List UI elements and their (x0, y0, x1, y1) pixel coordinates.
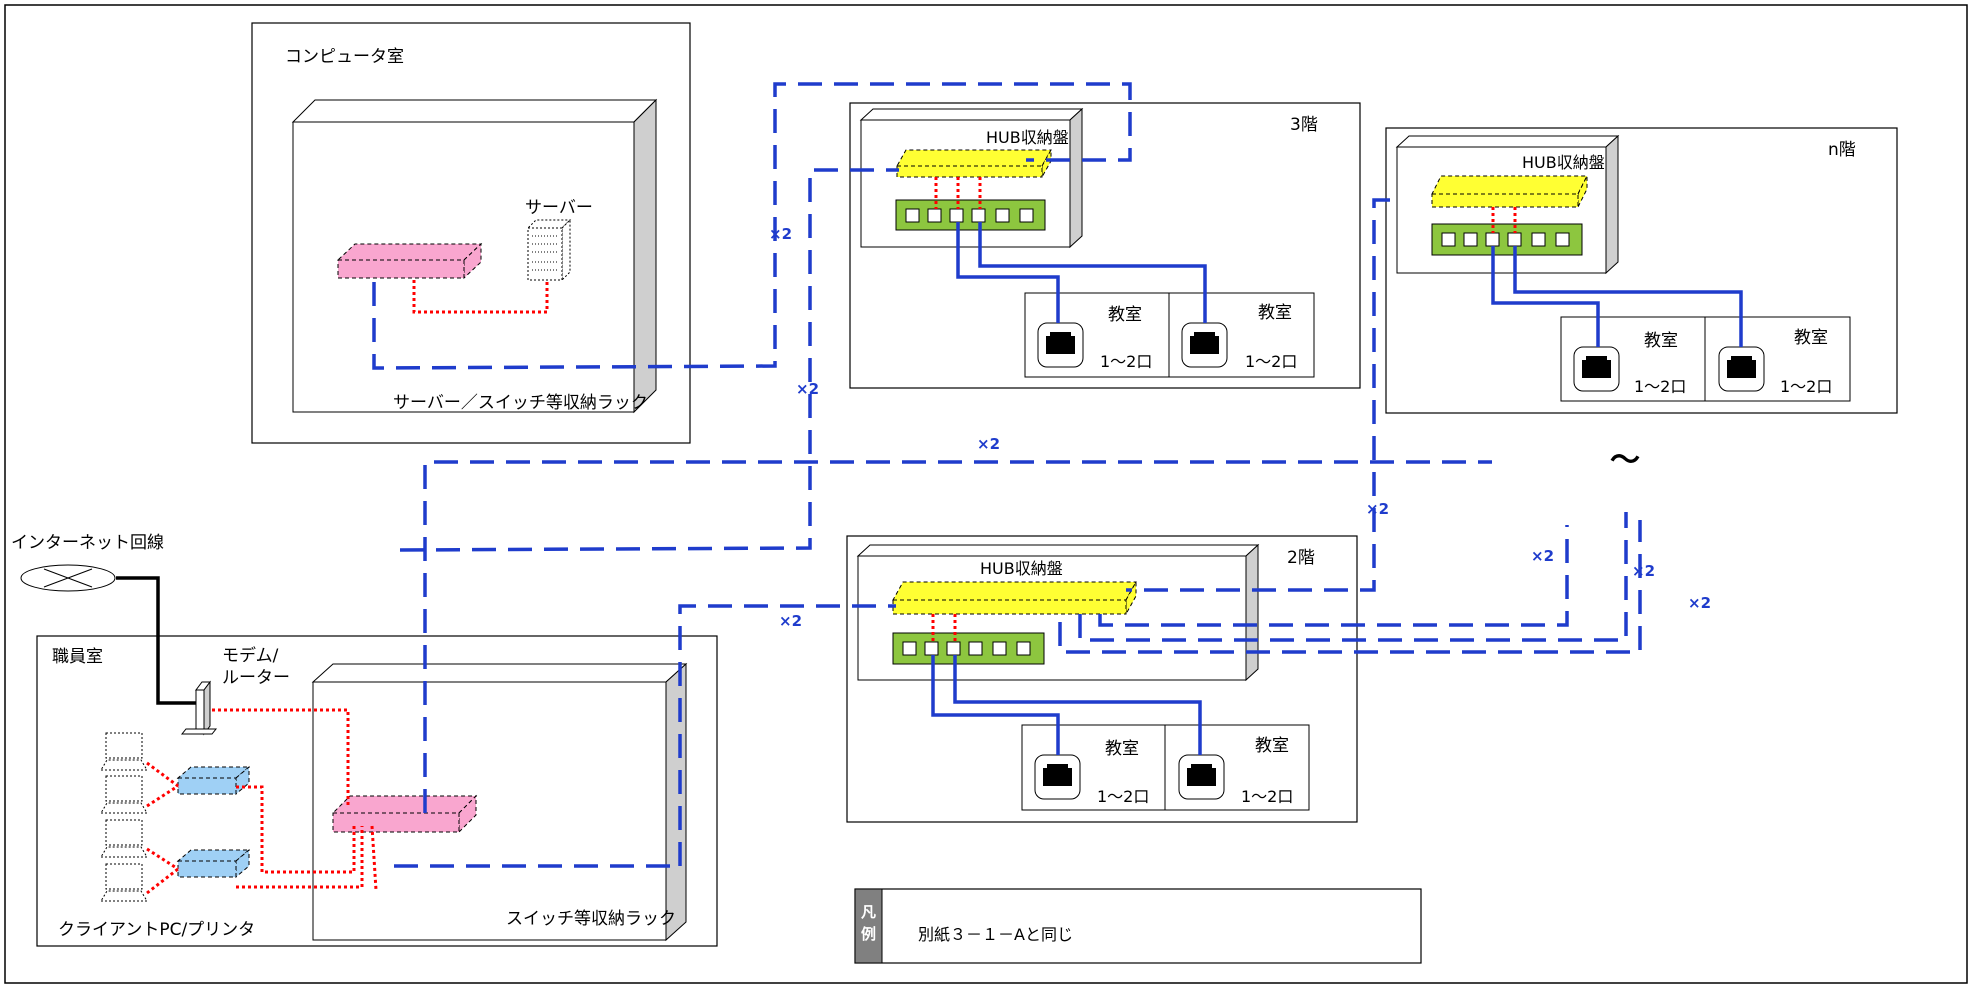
hub-box-3f-label: HUB収納盤 (986, 128, 1069, 147)
classroom-nf-b-label: 教室 (1794, 328, 1828, 348)
cable-2f-b (953, 655, 1202, 755)
outer-frame (4, 4, 1968, 984)
multiplier-2: ×2 (796, 380, 819, 398)
hub-2f-icon (892, 580, 1137, 616)
floor-n-label: n階 (1828, 140, 1856, 160)
legend: 凡 例 別紙３－１－Aと同じ (854, 888, 1422, 964)
staff-room-label: 職員室 (52, 647, 103, 667)
outlet-2f-b-label: 1〜2口 (1241, 787, 1293, 806)
server-rack-label: サーバー／スイッチ等収納ラック (393, 393, 648, 413)
outlet-3f-a-label: 1〜2口 (1100, 352, 1152, 371)
legend-key-2: 例 (861, 925, 876, 943)
patch-panel-nf-icon (1431, 223, 1583, 256)
modem-router-icon (180, 680, 218, 736)
server-link (412, 280, 549, 314)
modem-label-1: モデム/ (222, 645, 279, 666)
lan-jack-icon (1181, 322, 1228, 368)
classroom-2f-a-label: 教室 (1105, 739, 1139, 759)
internet-icon (20, 564, 116, 592)
server-icon (526, 218, 572, 282)
multiplier-5: ×2 (1531, 547, 1554, 565)
tilde-mark: 〜 (1610, 443, 1640, 478)
classroom-3f-b-label: 教室 (1258, 303, 1292, 323)
cable-2f-a (931, 655, 1060, 755)
staff-switch-icon (331, 794, 478, 834)
classroom-2f-b-label: 教室 (1255, 736, 1289, 756)
staff-room: インターネット回線 職員室 モデム/ ルーター スイッチ等収納ラック (11, 533, 718, 947)
multiplier-7: ×2 (1688, 594, 1711, 612)
internet-label: インターネット回線 (11, 533, 164, 553)
lan-jack-icon (1178, 754, 1225, 800)
floor-2: 2階 HUB収納盤 教室 教室 1〜2口 1〜2口 (846, 535, 1358, 823)
hub-box-nf-label: HUB収納盤 (1522, 153, 1605, 172)
client-pc-icon (100, 775, 148, 814)
switch-rack-label: スイッチ等収納ラック (506, 909, 676, 929)
modem-label-2: ルーター (222, 668, 290, 688)
cable-3f-a (956, 222, 1060, 323)
patch-panel-2f-icon (892, 632, 1045, 665)
legend-text: 別紙３－１－Aと同じ (918, 925, 1073, 944)
multiplier-8: ×2 (779, 612, 802, 630)
hub-nf-uplinks (1491, 207, 1517, 233)
client-hub-1-icon (176, 765, 251, 796)
hub-3f-uplinks (934, 177, 982, 209)
outlet-2f-a-label: 1〜2口 (1097, 787, 1149, 806)
hub-box-2f-label: HUB収納盤 (980, 559, 1063, 578)
legend-key-1: 凡 (861, 903, 876, 921)
client-pc-icon (100, 863, 148, 902)
lan-jack-icon (1037, 322, 1084, 368)
server-label: サーバー (525, 198, 593, 218)
floor-3: 3階 HUB収納盤 教室 教室 1 (849, 102, 1361, 389)
floor-n: n階 HUB収納盤 教室 教室 1〜2口 1〜2口 (1385, 127, 1898, 414)
patch-panel-3f-icon (895, 199, 1046, 231)
client-hub-2-icon (176, 848, 251, 879)
outlet-nf-a-label: 1〜2口 (1634, 377, 1686, 396)
floor-3-label: 3階 (1290, 115, 1318, 135)
computer-room-label: コンピュータ室 (285, 47, 404, 67)
outlet-3f-b-label: 1〜2口 (1245, 352, 1297, 371)
multiplier-6: ×2 (1632, 562, 1655, 580)
cable-3f-b (978, 222, 1207, 323)
multiplier-4: ×2 (1366, 500, 1389, 518)
cable-nf-b (1513, 246, 1743, 347)
outlet-nf-b-label: 1〜2口 (1780, 377, 1832, 396)
hub-2f-uplinks (931, 614, 957, 642)
staff-red-links (146, 708, 378, 895)
lan-jack-icon (1718, 346, 1765, 392)
multiplier-1: ×2 (769, 225, 792, 243)
backbone-links (372, 82, 1642, 868)
computer-room: コンピュータ室 サーバー／スイッチ等収納ラック サーバー (251, 22, 691, 444)
multiplier-3: ×2 (977, 435, 1000, 453)
floor-2-label: 2階 (1287, 548, 1315, 568)
hub-nf-icon (1431, 175, 1588, 208)
hub-3f-icon (896, 148, 1052, 179)
internet-line (116, 576, 196, 705)
client-pc-icon (100, 819, 148, 858)
lan-jack-icon (1034, 754, 1081, 800)
cable-nf-a (1491, 246, 1600, 347)
classroom-3f-a-label: 教室 (1108, 305, 1142, 325)
lan-jack-icon (1573, 346, 1620, 392)
classroom-nf-a-label: 教室 (1644, 331, 1678, 351)
client-pc-icon (100, 732, 148, 771)
client-label: クライアントPC/プリンタ (58, 920, 255, 940)
core-switch-icon (336, 242, 483, 280)
